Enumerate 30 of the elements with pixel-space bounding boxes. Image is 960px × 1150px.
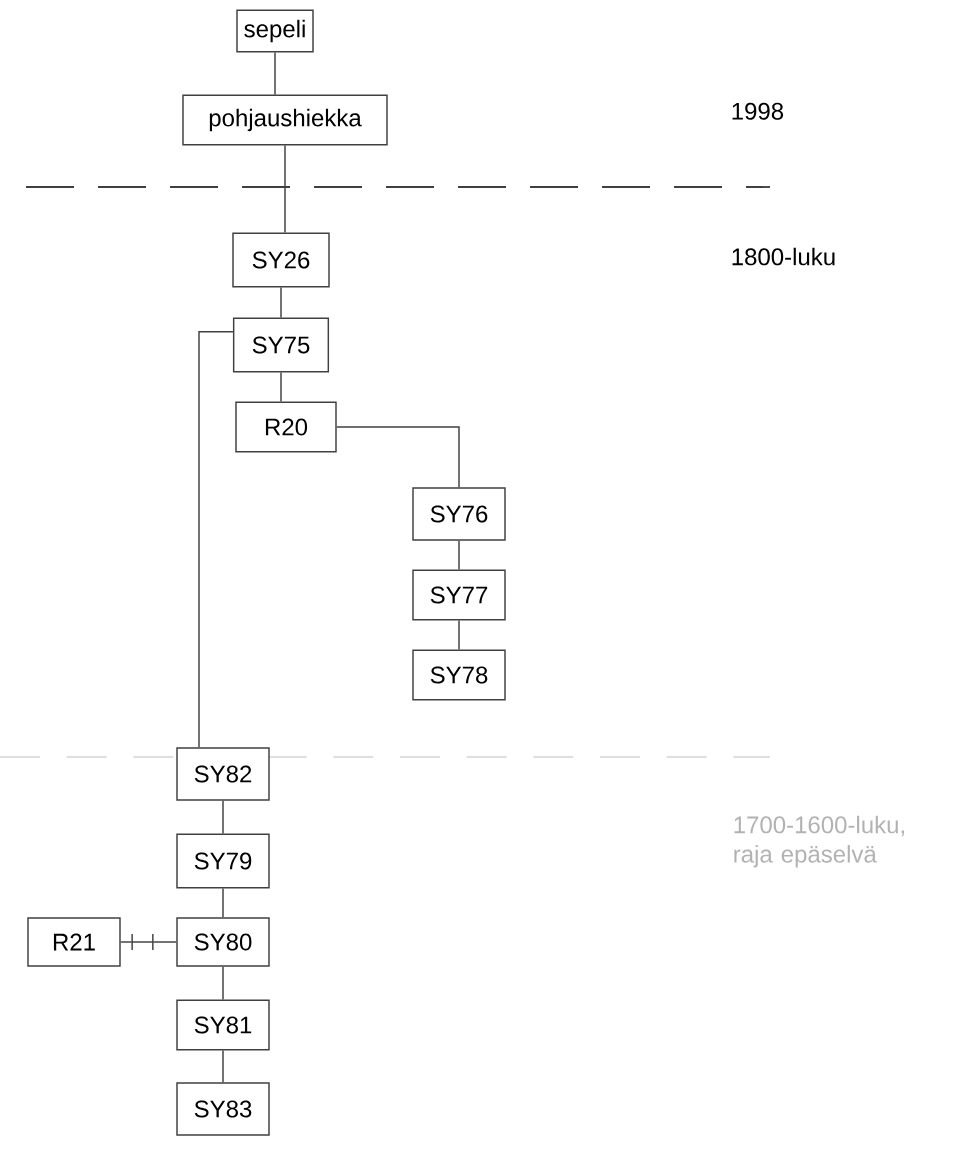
connector-line bbox=[284, 144, 286, 234]
unit-box: SY76 bbox=[412, 487, 506, 541]
unit-box: SY80 bbox=[176, 917, 270, 967]
connector-line bbox=[120, 933, 177, 951]
unit-box: sepeli bbox=[236, 9, 314, 53]
unit-box: SY83 bbox=[176, 1082, 270, 1136]
connector-line bbox=[222, 966, 224, 1001]
unit-box: SY79 bbox=[176, 833, 270, 889]
connector-line bbox=[280, 286, 282, 319]
connector-line bbox=[336, 426, 460, 488]
period-label: 1800-luku bbox=[732, 247, 835, 266]
period-label: 1998 bbox=[732, 102, 784, 120]
connector-line bbox=[458, 540, 460, 571]
unit-box: SY75 bbox=[232, 317, 330, 373]
connector-line bbox=[458, 619, 460, 651]
connector-line bbox=[222, 887, 224, 918]
connector-line bbox=[274, 51, 276, 96]
unit-box: SY77 bbox=[412, 569, 506, 621]
period-label: 1700-1600-luku, raja epäselvä bbox=[734, 815, 904, 868]
connector-line bbox=[198, 330, 234, 748]
connector-line bbox=[222, 1049, 224, 1083]
unit-box: SY81 bbox=[176, 999, 270, 1051]
unit-box: R20 bbox=[235, 401, 337, 453]
connector-line bbox=[222, 800, 224, 835]
connector-line bbox=[280, 371, 282, 403]
unit-box: SY78 bbox=[412, 649, 506, 701]
unit-box: SY82 bbox=[176, 747, 270, 801]
unit-box: R21 bbox=[27, 917, 121, 967]
unit-box: pohjaushiekka bbox=[182, 94, 388, 146]
unit-box: SY26 bbox=[232, 232, 330, 288]
